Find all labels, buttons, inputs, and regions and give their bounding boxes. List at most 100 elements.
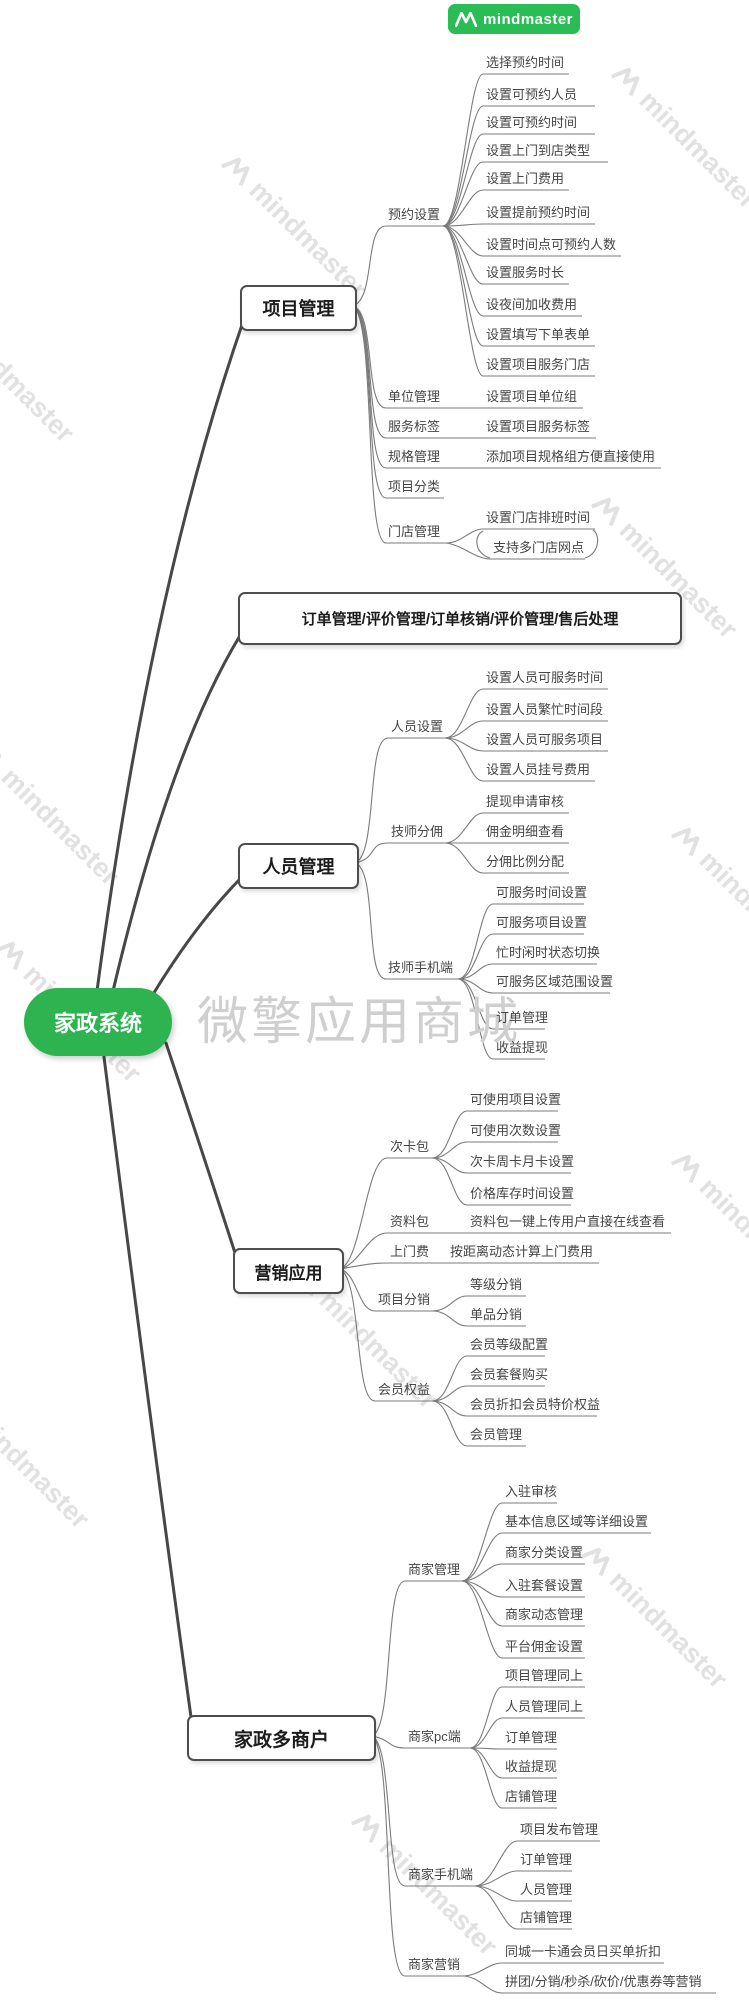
mindmap-leaf[interactable]: 订单管理 [505,1730,558,1745]
mindmap-leaf[interactable]: 设置人员可服务时间 [486,670,604,685]
mindmap-leaf[interactable]: 人员管理 [520,1882,573,1897]
mindmap-leaf[interactable]: 可服务项目设置 [496,915,588,930]
mindmap-group-label[interactable]: 单位管理 [388,389,441,404]
mindmap-branch-box[interactable]: 营销应用 [233,1248,344,1294]
mindmap-group-label[interactable]: 人员设置 [391,719,444,734]
mindmap-leaf[interactable]: 人员管理同上 [505,1699,584,1714]
mindmap-leaf[interactable]: 按距离动态计算上门费用 [450,1244,594,1259]
mindmap-leaf[interactable]: 平台佣金设置 [505,1639,584,1654]
mindmap-leaf[interactable]: 设置上门到店类型 [486,143,591,158]
mindmaster-watermark: mindmaster [666,818,749,975]
mindmap-leaf[interactable]: 店铺管理 [505,1789,558,1804]
mindmap-group-label[interactable]: 规格管理 [388,449,441,464]
mindmap-leaf[interactable]: 设置上门费用 [486,171,565,186]
mindmap-group-label[interactable]: 门店管理 [388,524,441,539]
mindmap-leaf[interactable]: 商家分类设置 [505,1545,584,1560]
mindmaster-watermark: mindmaster [666,1145,749,1302]
mindmap-leaf[interactable]: 会员管理 [470,1427,523,1442]
mindmap-group-label[interactable]: 预约设置 [388,207,441,222]
mindmap-leaf[interactable]: 设置人员挂号费用 [486,762,591,777]
mindmaster-watermark: mindmaster [216,148,373,305]
mindmap-leaf[interactable]: 设置可预约人员 [486,87,578,102]
mindmap-group-label[interactable]: 服务标签 [388,419,441,434]
mindmaster-watermark-icon [591,497,621,526]
mindmap-leaf[interactable]: 店铺管理 [520,1910,573,1925]
mindmap-leaf[interactable]: 项目发布管理 [520,1822,599,1837]
mindmaster-watermark: mindmaster [0,932,147,1089]
mindmap-leaf[interactable]: 添加项目规格组方便直接使用 [486,449,656,464]
mindmap-group-label[interactable]: 项目分类 [388,479,441,494]
mindmaster-badge[interactable]: mindmaster [448,4,580,34]
mindmap-leaf[interactable]: 收益提现 [496,1040,549,1055]
mindmap-leaf[interactable]: 设置人员可服务项目 [486,732,604,747]
mindmaster-watermark-icon [221,157,251,186]
mindmap-leaf[interactable]: 拼团/分销/秒杀/砍价/优惠券等营销 [505,1974,702,1989]
mindmap-branch-box[interactable]: 订单管理/评价管理/订单核销/评价管理/售后处理 [238,592,682,645]
mindmap-branch-box[interactable]: 家政多商户 [187,1715,376,1761]
mindmap-leaf[interactable]: 忙时闲时状态切换 [496,945,601,960]
mindmap-leaf[interactable]: 可使用次数设置 [470,1123,562,1138]
mindmap-leaf[interactable]: 次卡周卡月卡设置 [470,1154,575,1169]
mindmap-group-label[interactable]: 技师手机端 [388,960,454,975]
mindmap-leaf[interactable]: 可服务时间设置 [496,885,588,900]
mindmap-leaf[interactable]: 设置提前预约时间 [486,205,591,220]
mindmap-leaf[interactable]: 资料包一键上传用户直接在线查看 [470,1214,666,1229]
store-watermark: 微擎应用商城 [197,993,522,1050]
mindmaster-watermark-icon [351,1814,381,1843]
mindmap-leaf[interactable]: 选择预约时间 [486,55,565,70]
mindmaster-watermark: mindmaster [606,58,749,215]
mindmap-group-label[interactable]: 资料包 [390,1214,430,1229]
root-connectors [95,320,245,1719]
mindmap-leaf[interactable]: 设置门店排班时间 [486,510,591,525]
mindmaster-watermark: mindmaster [576,1538,733,1695]
mindmap-group-label[interactable]: 技师分佣 [391,824,444,839]
mindmap-leaf[interactable]: 设置填写下单表单 [486,327,591,342]
mindmap-group-label[interactable]: 商家pc端 [408,1729,461,1744]
root-node[interactable]: 家政系统 [24,988,172,1056]
mindmap-leaf[interactable]: 设夜间加收费用 [486,297,578,312]
mindmap-group-label[interactable]: 项目分销 [378,1292,431,1307]
mindmap-leaf[interactable]: 设置项目服务标签 [486,419,591,434]
mindmap-leaf[interactable]: 提现申请审核 [486,794,565,809]
mindmaster-logo-icon [454,11,477,27]
mindmap-leaf[interactable]: 商家动态管理 [505,1607,584,1622]
mindmap-leaf[interactable]: 设置时间点可预约人数 [486,237,617,252]
branch-connectors [339,73,716,1994]
mindmap-leaf[interactable]: 入驻审核 [505,1484,558,1499]
mindmap-group-label[interactable]: 会员权益 [378,1382,431,1397]
mindmap-group-label[interactable]: 上门费 [390,1244,430,1259]
mindmap-leaf[interactable]: 支持多门店网点 [493,540,585,555]
mindmap-leaf[interactable]: 入驻套餐设置 [505,1578,584,1593]
mindmap-leaf[interactable]: 等级分销 [470,1277,523,1292]
mindmap-leaf[interactable]: 设置服务时长 [486,265,565,280]
mindmap-leaf[interactable]: 会员折扣会员特价权益 [470,1397,601,1412]
mindmap-leaf[interactable]: 可使用项目设置 [470,1092,562,1107]
mindmap-group-label[interactable]: 商家营销 [408,1957,461,1972]
mindmap-leaf[interactable]: 单品分销 [470,1307,523,1322]
mindmap-leaf[interactable]: 设置可预约时间 [486,115,578,130]
mindmap-leaf[interactable]: 设置人员繁忙时间段 [486,702,604,717]
mindmap-group-label[interactable]: 次卡包 [390,1139,430,1154]
mindmap-leaf[interactable]: 会员套餐购买 [470,1367,549,1382]
mindmap-leaf[interactable]: 收益提现 [505,1759,558,1774]
mindmap-leaf[interactable]: 订单管理 [520,1852,573,1867]
mindmap-leaf[interactable]: 会员等级配置 [470,1337,549,1352]
mindmap-leaf[interactable]: 可服务区域范围设置 [496,974,614,989]
mindmap-leaf[interactable]: 设置项目服务门店 [486,357,591,372]
mindmap-branch-box[interactable]: 项目管理 [240,285,357,331]
mindmaster-logo-text: mindmaster [482,10,574,28]
mindmap-leaf[interactable]: 价格库存时间设置 [470,1186,575,1201]
mindmap-leaf[interactable]: 分佣比例分配 [486,854,565,869]
mindmap-group-label[interactable]: 商家手机端 [408,1867,474,1882]
mindmap-leaf[interactable]: 基本信息区域等详细设置 [505,1514,649,1529]
mindmap-branch-box[interactable]: 人员管理 [238,843,359,889]
mindmap-leaf[interactable]: 项目管理同上 [505,1668,584,1683]
mindmaster-watermark-icon [671,1154,701,1183]
mindmaster-watermark: mindmaster [346,1805,503,1962]
mindmap-leaf[interactable]: 设置项目单位组 [486,389,578,404]
mindmap-group-label[interactable]: 商家管理 [408,1562,461,1577]
mindmap-leaf[interactable]: 订单管理 [496,1010,549,1025]
mindmap-leaf[interactable]: 同城一卡通会员日买单折扣 [505,1944,662,1959]
mindmap-leaf[interactable]: 佣金明细查看 [486,824,565,839]
